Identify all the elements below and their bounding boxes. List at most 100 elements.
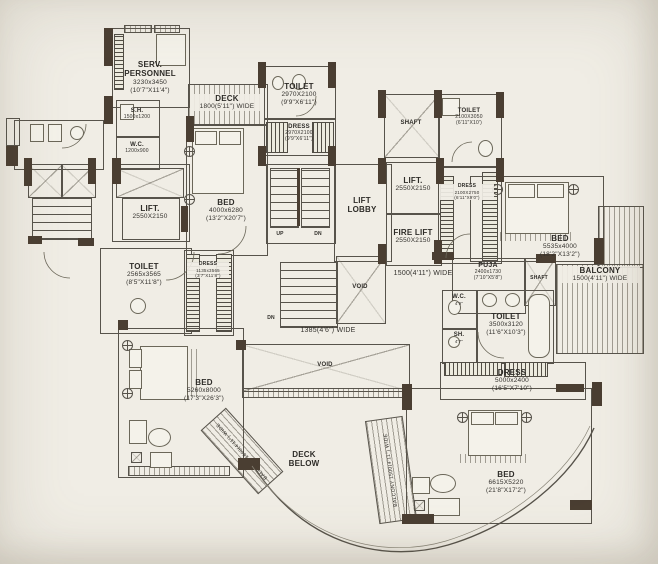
- wall-segment: [436, 158, 444, 184]
- wall-segment: [258, 62, 266, 88]
- wall-segment: [402, 514, 434, 524]
- wall-segment: [88, 158, 96, 184]
- wall-segment: [186, 116, 194, 142]
- wall-segment: [378, 90, 386, 118]
- label-toilet-left: TOILET 2565x3565 (8'5"X11'8"): [126, 262, 162, 287]
- wall-segment: [28, 236, 42, 244]
- label-fire-lift: FIRE LIFT 2550X2150: [393, 228, 433, 245]
- shower-tray: [120, 104, 134, 120]
- wall-segment: [258, 146, 266, 166]
- side-table: [521, 412, 532, 423]
- wall-segment: [556, 384, 584, 392]
- stair-rail: [297, 168, 300, 226]
- shower-corner: [442, 98, 460, 116]
- rug: [186, 349, 199, 397]
- label-puja: PUJA 2400x1730 (7'10"X5'8"): [473, 262, 503, 282]
- wardrobe: [114, 34, 124, 90]
- pillow: [195, 131, 217, 145]
- wall-segment: [104, 96, 113, 124]
- label-bed-right: BED 5535x4000 (18'2"X13'2"): [539, 234, 581, 259]
- toilet-bowl: [130, 298, 146, 314]
- wall-segment: [328, 146, 336, 166]
- wardrobe: [504, 362, 548, 377]
- room-wc-mid: [442, 290, 478, 330]
- wall-segment: [24, 158, 32, 186]
- wall-segment: [378, 244, 386, 264]
- stairs-central-up: [270, 168, 299, 228]
- label-wc-mid: W.C. 4'9": [452, 294, 466, 307]
- toilet-bowl: [448, 300, 461, 315]
- label-lift-lobby: LIFT LOBBY: [347, 196, 377, 215]
- wall-segment: [328, 62, 336, 88]
- sofa: [150, 452, 172, 468]
- wall-segment: [6, 146, 18, 166]
- pillow: [219, 131, 241, 145]
- label-serv-personnel: SERV. PERSONNEL 3230x3450 (10'7"X11'4"): [124, 60, 176, 94]
- void-center: [242, 344, 410, 392]
- wall-segment: [496, 158, 504, 182]
- window-strip: [128, 466, 230, 476]
- sink: [505, 293, 520, 307]
- wall-segment: [496, 92, 504, 118]
- label-sh-top: S.H. 1500x1200: [123, 108, 151, 121]
- room-toilet-right-top: [438, 94, 502, 168]
- side-table: [184, 146, 195, 157]
- pillow: [471, 412, 494, 425]
- sink: [70, 126, 84, 140]
- wall-segment: [592, 382, 602, 406]
- label-dress-master: DRESS 5000x2400 (16'5"X7'10"): [491, 368, 533, 393]
- label-dress-left: DRESS 1135x3565 (3'7"X11'8"): [187, 261, 229, 279]
- pillow: [495, 412, 518, 425]
- shower-drain: [448, 336, 460, 348]
- wardrobe: [312, 122, 334, 153]
- wall-segment: [104, 28, 113, 66]
- label-deck-below: DECK BELOW: [288, 450, 320, 469]
- label-bed-master-left: BED 4000x6280 (13'2"X20'7"): [205, 198, 247, 223]
- balcony-right-upper: [598, 206, 644, 268]
- wall-segment: [402, 384, 412, 410]
- stairwell-central: [266, 164, 336, 244]
- room-toilet-left: [100, 248, 192, 334]
- wall-segment: [236, 340, 246, 350]
- label-lift-right: LIFT. 2550X2150: [395, 176, 431, 193]
- pillow: [537, 184, 564, 198]
- stairs-left: [32, 198, 92, 240]
- label-corridor-right: 1500(4'11") WIDE: [393, 270, 453, 277]
- bed-furniture: [156, 34, 186, 66]
- label-stair-dn-lower: DN: [267, 315, 275, 321]
- label-balcony-right: BALCONY 1500(4'11") WIDE: [560, 266, 640, 284]
- sofa-chair: [129, 420, 147, 444]
- wall-segment: [181, 206, 188, 232]
- wall-segment: [378, 158, 386, 184]
- side-table: [568, 184, 579, 195]
- wall-segment: [434, 90, 442, 118]
- toilet-bowl: [292, 74, 306, 90]
- pillow: [508, 184, 535, 198]
- label-lift-left: LIFT. 2550X2150: [132, 204, 168, 221]
- label-sh-mid: SH. 4'7": [453, 332, 465, 345]
- wall-segment: [238, 458, 260, 470]
- room-dress-left: [184, 250, 234, 336]
- stairs-central-dn: [301, 168, 330, 228]
- room-toilet-top: [264, 66, 336, 120]
- label-void-stair: VOID: [352, 284, 368, 290]
- wall-segment: [118, 320, 128, 330]
- wall-segment: [78, 238, 94, 246]
- sofa-chair: [412, 477, 430, 494]
- urinal: [48, 124, 62, 142]
- window-strip: [124, 25, 152, 33]
- side-table: [457, 412, 468, 423]
- rug: [500, 232, 574, 241]
- side-table: [122, 340, 133, 351]
- void-edge-hatch: [242, 388, 410, 398]
- label-bed-bottom-right: BED 6615X5220 (21'8"X17'2"): [485, 470, 527, 495]
- window-strip: [154, 25, 180, 33]
- room-left-stub: [6, 118, 20, 146]
- label-wc-top: W.C. 1200x900: [125, 142, 149, 155]
- planter: [131, 452, 142, 463]
- lift-left-cab: [122, 198, 180, 240]
- stair-landing-x: [28, 164, 63, 198]
- planter: [414, 500, 425, 511]
- room-sh-top: [116, 100, 160, 138]
